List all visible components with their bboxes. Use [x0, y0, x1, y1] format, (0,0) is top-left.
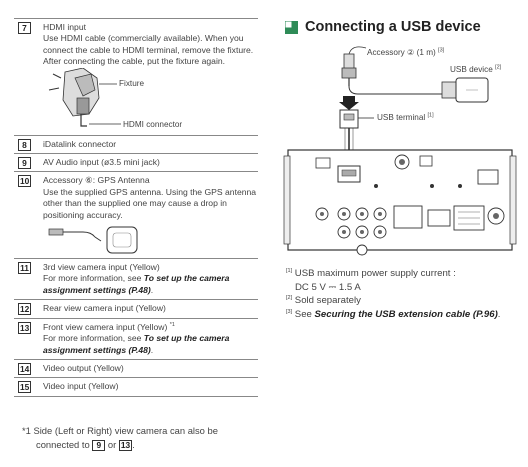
item-number: 14 [18, 362, 32, 375]
note-text: Sold separately [292, 295, 361, 307]
footnote-marker: [2] [286, 295, 293, 301]
note-text: DC 5 V ⎓ 1.5 A [295, 281, 361, 293]
note-line: [1] USB maximum power supply current : [286, 267, 516, 281]
footnote-line: connected to 9 or 13. [22, 438, 262, 452]
footnote-marker: [2] [495, 64, 502, 71]
item-title: Video input (Yellow) [40, 377, 258, 397]
item-description: For more information, see To set up the … [43, 333, 258, 356]
hdmi-fixture-illustration: Fixture HDMI connector [43, 67, 258, 132]
item-number: 10 [18, 175, 32, 188]
item-title: Rear view camera input (Yellow) [40, 299, 258, 319]
more-text: For more information, see [43, 273, 144, 284]
footnote-text: connected to [36, 439, 93, 450]
title-part: Accessory [43, 175, 86, 186]
item-title: Front view camera input (Yellow) *1 [43, 322, 258, 333]
item-number: 15 [18, 381, 32, 394]
item-number: 9 [18, 157, 31, 170]
item-description: Use the supplied GPS antenna. Using the … [43, 186, 257, 220]
period: . [150, 344, 154, 355]
item-title: 3rd view camera input (Yellow) [43, 262, 160, 273]
item-number: 11 [18, 262, 31, 275]
footnote-marker: *1 [169, 321, 175, 328]
table-row: 11 3rd view camera input (Yellow) For mo… [14, 258, 258, 301]
table-row: 12 Rear view camera input (Yellow) [14, 299, 258, 319]
cross-reference-link[interactable]: Securing the USB extension cable (P.96) [314, 308, 498, 320]
footnote-line: *1 Side (Left or Right) view camera can … [22, 425, 218, 436]
gps-antenna-illustration [43, 221, 258, 255]
footnote: *1 Side (Left or Right) view camera can … [22, 424, 262, 452]
item-number: 9 [92, 440, 106, 451]
item-number: 12 [18, 303, 32, 316]
item-number: 13 [18, 321, 32, 334]
accessory-cable-label: Accessory ② (1 m) [3] [367, 47, 444, 57]
more-text: For more information, see [43, 333, 144, 344]
footnote-marker: [3] [286, 308, 293, 315]
cross-reference-link[interactable]: To set up the camera assignment settings… [43, 333, 230, 355]
connector-table: 7 HDMI input Use HDMI cable (commerciall… [14, 18, 258, 397]
note-text: See [292, 308, 315, 320]
cross-reference-link[interactable]: To set up the camera assignment settings… [43, 273, 230, 295]
fixture-label: Fixture [119, 78, 145, 88]
label-text: USB device [450, 65, 493, 74]
period: . [132, 439, 135, 450]
item-title: HDMI input [43, 22, 86, 32]
title-part: Front view camera input (Yellow) [43, 321, 170, 332]
item-title: AV Audio input (ø3.5 mini jack) [40, 153, 258, 173]
item-number: 7 [18, 22, 31, 34]
label-text: USB terminal [377, 113, 426, 122]
note-line: [3] See Securing the USB extension cable… [286, 308, 516, 322]
note-text: USB maximum power supply current : [292, 268, 456, 279]
usb-device-label: USB device [2] [450, 65, 501, 74]
note-line: [2] Sold separately [286, 294, 516, 308]
footnote-marker: [1] [427, 112, 434, 119]
footnote-marker: [3] [438, 47, 445, 54]
usb-notes: [1] USB maximum power supply current : D… [286, 267, 516, 321]
usb-connection-diagram [283, 46, 517, 256]
table-row: 15 Video input (Yellow) [14, 377, 258, 397]
table-row: 13 Front view camera input (Yellow) *1 F… [14, 317, 258, 360]
item-number: 8 [18, 138, 31, 151]
section-heading: Connecting a USB device [305, 19, 481, 35]
item-title: Accessory ⑥: GPS Antenna [43, 175, 258, 186]
period: . [150, 284, 154, 295]
hdmi-connector-label: HDMI connector [123, 119, 183, 129]
accessory-number: ⑥ [85, 175, 93, 186]
item-title: Video output (Yellow) [40, 358, 258, 379]
item-number: 13 [118, 440, 133, 451]
table-row: 8 iDatalink connector [14, 134, 258, 155]
hdmi-fixture-drawing [48, 67, 121, 127]
item-description: For more information, see To set up the … [43, 273, 258, 296]
table-row: 10 Accessory ⑥: GPS Antenna Use the supp… [14, 171, 258, 260]
footnote-text: or [105, 439, 119, 450]
section-marker-icon [285, 21, 298, 34]
period: . [497, 308, 501, 320]
gps-antenna-drawing [48, 226, 138, 254]
table-row: 7 HDMI input Use HDMI cable (commerciall… [14, 18, 258, 136]
label-text: Accessory ② (1 m) [367, 48, 436, 57]
table-row: 9 AV Audio input (ø3.5 mini jack) [14, 153, 258, 173]
item-title: iDatalink connector [40, 134, 258, 155]
item-description: Use HDMI cable (commercially available).… [43, 33, 254, 67]
title-part: : GPS Antenna [92, 175, 150, 186]
usb-terminal-label: USB terminal [1] [377, 113, 434, 122]
table-row: 14 Video output (Yellow) [14, 358, 258, 379]
footnote-marker: [1] [286, 267, 293, 274]
